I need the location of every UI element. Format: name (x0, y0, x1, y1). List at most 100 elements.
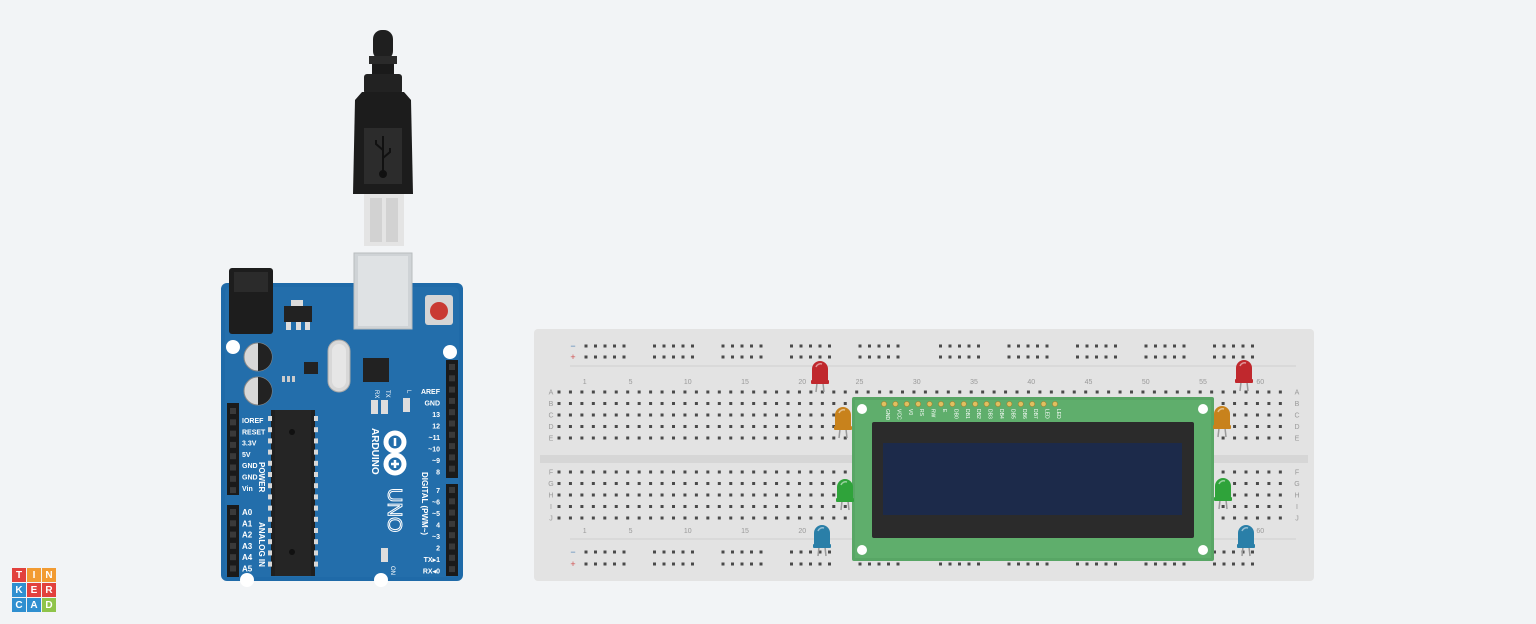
breadboard-hole[interactable] (672, 413, 675, 417)
header-hole[interactable] (449, 520, 455, 527)
breadboard-hole[interactable] (786, 516, 790, 520)
breadboard-hole[interactable] (1049, 390, 1053, 394)
rail-hole[interactable] (1251, 550, 1254, 554)
header-hole[interactable] (230, 542, 236, 549)
breadboard-hole[interactable] (740, 482, 744, 485)
rail-hole[interactable] (1017, 562, 1020, 566)
breadboard-hole[interactable] (614, 436, 618, 440)
breadboard-hole[interactable] (1118, 390, 1122, 394)
rail-hole[interactable] (613, 562, 616, 566)
breadboard-hole[interactable] (1255, 516, 1259, 520)
rail-hole[interactable] (828, 550, 831, 554)
rail-hole[interactable] (1017, 344, 1020, 348)
breadboard-hole[interactable] (660, 482, 664, 485)
rail-hole[interactable] (662, 562, 666, 566)
breadboard-hole[interactable] (797, 413, 801, 417)
breadboard-hole[interactable] (809, 436, 813, 440)
breadboard-hole[interactable] (1026, 390, 1030, 394)
rail-hole[interactable] (967, 344, 971, 348)
rail-hole[interactable] (868, 562, 871, 566)
breadboard-hole[interactable] (1233, 402, 1237, 405)
header-hole[interactable] (230, 509, 236, 515)
rail-hole[interactable] (1007, 344, 1011, 348)
breadboard-hole[interactable] (1267, 516, 1271, 520)
breadboard-hole[interactable] (568, 505, 572, 508)
breadboard-hole[interactable] (866, 390, 870, 394)
rail-hole[interactable] (1222, 344, 1226, 348)
breadboard-hole[interactable] (637, 470, 641, 474)
breadboard-hole[interactable] (637, 493, 641, 497)
rail-hole[interactable] (858, 344, 862, 348)
breadboard-hole[interactable] (775, 425, 779, 428)
rail-hole[interactable] (691, 550, 694, 554)
breadboard-hole[interactable] (1061, 390, 1065, 394)
rail-hole[interactable] (896, 344, 900, 348)
rail-hole[interactable] (1095, 344, 1098, 348)
rail-hole[interactable] (977, 344, 980, 348)
breadboard-hole[interactable] (843, 505, 847, 508)
rail-hole[interactable] (691, 344, 694, 348)
breadboard-hole[interactable] (763, 436, 767, 440)
breadboard-hole[interactable] (660, 516, 664, 520)
breadboard-hole[interactable] (649, 413, 653, 417)
rail-hole[interactable] (1104, 355, 1108, 359)
breadboard-hole[interactable] (672, 425, 675, 428)
rail-hole[interactable] (818, 344, 822, 348)
breadboard-hole[interactable] (1221, 505, 1225, 508)
lcd-pin[interactable] (938, 401, 944, 407)
rail-hole[interactable] (731, 550, 734, 554)
rail-hole[interactable] (977, 355, 980, 359)
rail-hole[interactable] (1163, 562, 1167, 566)
lcd-pin[interactable] (972, 401, 979, 407)
breadboard-hole[interactable] (614, 516, 618, 520)
breadboard-hole[interactable] (1267, 425, 1271, 428)
header-hole[interactable] (449, 397, 455, 404)
breadboard-hole[interactable] (992, 390, 996, 394)
breadboard-hole[interactable] (580, 482, 584, 485)
rail-hole[interactable] (681, 355, 685, 359)
breadboard-hole[interactable] (752, 413, 756, 417)
rail-hole[interactable] (594, 550, 597, 554)
breadboard-hole[interactable] (603, 436, 607, 440)
rail-hole[interactable] (887, 344, 890, 348)
header-hole[interactable] (230, 441, 236, 448)
rail-hole[interactable] (584, 355, 588, 359)
rail-hole[interactable] (672, 344, 675, 348)
rail-hole[interactable] (1182, 355, 1186, 359)
breadboard-hole[interactable] (591, 516, 595, 520)
breadboard-hole[interactable] (740, 390, 744, 394)
breadboard-hole[interactable] (1141, 390, 1145, 394)
breadboard-hole[interactable] (820, 413, 824, 417)
breadboard-hole[interactable] (1233, 505, 1237, 508)
breadboard-hole[interactable] (717, 390, 721, 394)
breadboard-hole[interactable] (752, 482, 756, 485)
breadboard-hole[interactable] (729, 425, 733, 428)
lcd-pin[interactable] (915, 401, 922, 407)
breadboard-hole[interactable] (1267, 436, 1271, 440)
breadboard-hole[interactable] (797, 390, 801, 394)
breadboard-hole[interactable] (855, 390, 859, 394)
rail-hole[interactable] (1026, 562, 1030, 566)
rail-hole[interactable] (958, 355, 961, 359)
breadboard-hole[interactable] (1255, 402, 1259, 405)
header-hole[interactable] (230, 419, 236, 426)
breadboard-hole[interactable] (660, 402, 664, 405)
breadboard-hole[interactable] (786, 413, 790, 417)
breadboard-hole[interactable] (683, 493, 687, 497)
breadboard-hole[interactable] (649, 436, 653, 440)
breadboard-hole[interactable] (649, 493, 653, 497)
rail-hole[interactable] (799, 355, 803, 359)
rail-hole[interactable] (799, 344, 803, 348)
rail-hole[interactable] (750, 562, 753, 566)
breadboard-hole[interactable] (752, 390, 756, 394)
rail-hole[interactable] (603, 550, 607, 554)
breadboard-hole[interactable] (614, 402, 618, 405)
breadboard-hole[interactable] (1004, 390, 1008, 394)
rail-hole[interactable] (818, 562, 822, 566)
rail-hole[interactable] (681, 562, 685, 566)
rail-hole[interactable] (721, 550, 725, 554)
breadboard-hole[interactable] (1244, 470, 1248, 474)
rail-hole[interactable] (1017, 355, 1020, 359)
breadboard-hole[interactable] (614, 505, 618, 508)
rail-hole[interactable] (1232, 562, 1235, 566)
